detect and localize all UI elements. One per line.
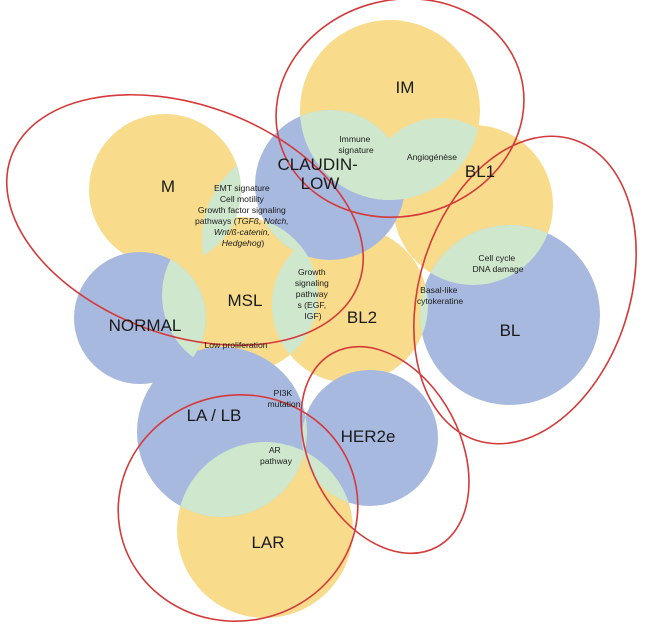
- ar-pathway-label: AR pathway: [260, 445, 293, 466]
- la-lb-label: LA / LB: [187, 406, 242, 425]
- cell-cycle-overlap: [420, 225, 553, 285]
- bl2-label: BL2: [347, 308, 377, 327]
- im-group-outline: [275, 0, 525, 219]
- m-label: M: [161, 177, 175, 196]
- basal-like-cytokeratine-label: Basal-like cytokeratine: [417, 285, 464, 306]
- bl-group-outline: [413, 135, 637, 445]
- emt-signature-label: EMT signature Cell motility Growth facto…: [195, 183, 291, 248]
- growth-signaling-label: Growth signaling pathway s (EGF, IGF): [295, 267, 331, 321]
- normal-label: NORMAL: [109, 316, 182, 335]
- immune-signature-label: Immune signature: [338, 134, 374, 155]
- lar-label: LAR: [251, 533, 284, 552]
- her2e-label: HER2e: [341, 427, 396, 446]
- her2e-circle: [302, 370, 438, 506]
- lar-group-outline: [117, 393, 359, 623]
- her2e-group-outline: [300, 345, 470, 555]
- cell-cycle-label: Cell cycle DNA damage: [472, 253, 523, 274]
- m-group-outline: [5, 93, 365, 347]
- msl-label: MSL: [228, 291, 263, 310]
- bl1-label: BL1: [465, 162, 495, 181]
- bl-label: BL: [500, 321, 521, 340]
- ar-pathway-overlap: [177, 442, 307, 517]
- pi3k-mutation-label: PI3K mutation: [268, 388, 301, 409]
- low-proliferation-label: Low proliferation: [204, 340, 267, 350]
- angiogenese-label: Angiogénèse: [407, 152, 457, 162]
- im-label: IM: [396, 78, 415, 97]
- claudin-low-label: CLAUDIN- LOW: [277, 155, 362, 193]
